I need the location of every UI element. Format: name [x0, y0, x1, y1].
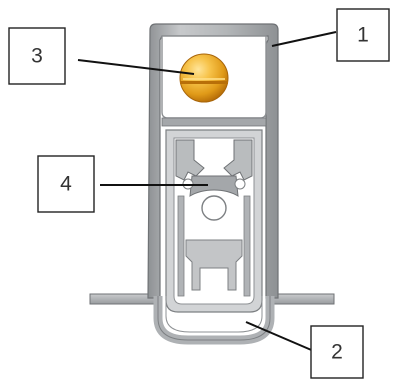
leader-line-3	[77, 59, 195, 75]
leader-line-1	[271, 31, 337, 47]
callout-1: 1	[336, 8, 390, 62]
insert-rail-left	[177, 195, 185, 297]
housing-flange	[89, 293, 155, 305]
insert-lock-hole	[201, 195, 227, 221]
leader-line-2	[245, 321, 317, 353]
callout-2: 2	[310, 325, 364, 379]
rubber-seal	[153, 296, 275, 345]
callout-4-label: 4	[60, 173, 72, 196]
callout-3-box	[8, 27, 66, 85]
callout-4: 4	[37, 155, 95, 213]
ball-slot	[180, 81, 228, 84]
callout-1-label: 1	[357, 24, 369, 47]
callout-2-label: 2	[331, 341, 343, 364]
callout-1-box	[336, 8, 390, 62]
insert-rail-right	[243, 195, 251, 297]
insert-lower-web	[185, 239, 243, 291]
insert-knob-right	[234, 178, 246, 190]
seal-loop-edge	[157, 296, 271, 341]
callout-3: 3	[8, 27, 66, 85]
callout-3-label: 3	[31, 45, 43, 68]
ball-slot-highlight	[183, 78, 225, 80]
housing-inner-ledge	[161, 117, 267, 127]
callout-2-box	[310, 325, 364, 379]
callout-4-box	[37, 155, 95, 213]
insert-lock-body	[189, 175, 239, 197]
seal-loop-inner-edge	[165, 296, 263, 333]
housing-body	[147, 23, 279, 299]
inner-insert-profile	[165, 129, 263, 313]
adjustment-ball	[179, 53, 229, 103]
